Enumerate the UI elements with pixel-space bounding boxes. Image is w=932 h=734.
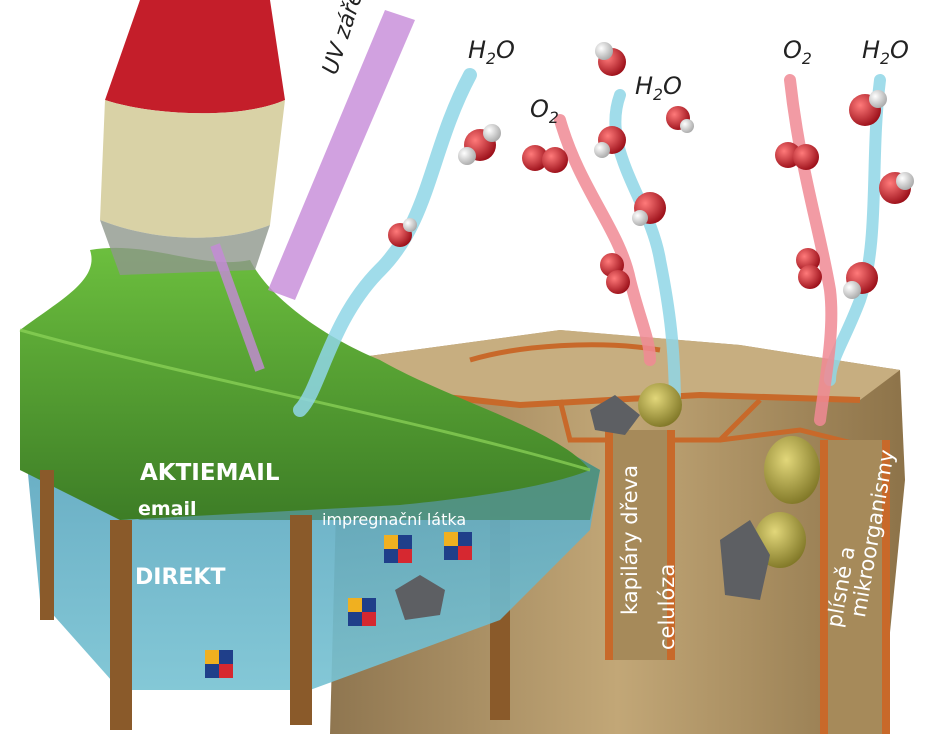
water-molecule <box>849 90 887 126</box>
capillaries-label: kapiláry dřeva <box>618 465 642 615</box>
uv-stream <box>210 10 415 372</box>
impregnation-icon <box>384 535 412 563</box>
water-molecule <box>458 124 501 165</box>
impregnation-icon <box>348 598 376 626</box>
aktiemail-label: AKTIEMAIL <box>140 460 280 486</box>
h2o-label-mid: H2O <box>635 72 682 104</box>
o2-label-right: O2 <box>783 36 812 68</box>
h2o-label-right: H2O <box>862 36 909 68</box>
coating-layers <box>19 247 600 730</box>
impregnation-label: impregnační látka <box>322 510 467 529</box>
water-molecule <box>843 262 878 299</box>
impregnation-icon <box>205 650 233 678</box>
water-molecule <box>594 126 626 158</box>
oxygen-molecule <box>775 142 819 170</box>
oxygen-molecule <box>796 248 822 289</box>
cellulose-label: celulóza <box>655 563 679 650</box>
oxygen-molecule <box>522 145 568 173</box>
microorganisms <box>395 383 820 620</box>
impregnation-icon <box>444 532 472 560</box>
water-molecule <box>666 106 694 133</box>
water-molecule <box>595 42 626 76</box>
impregnation-icons <box>205 532 472 678</box>
h2o-label-left: H2O <box>468 36 515 68</box>
paint-brush <box>100 0 285 275</box>
molecules <box>388 42 914 299</box>
direkt-label: DIREKT <box>135 565 226 590</box>
oxygen-molecule <box>600 253 630 294</box>
water-molecule <box>388 218 417 247</box>
water-molecule <box>632 192 666 226</box>
water-molecule <box>879 172 914 204</box>
email-label: email <box>138 498 197 520</box>
o2-label-mid: O2 <box>530 95 559 127</box>
